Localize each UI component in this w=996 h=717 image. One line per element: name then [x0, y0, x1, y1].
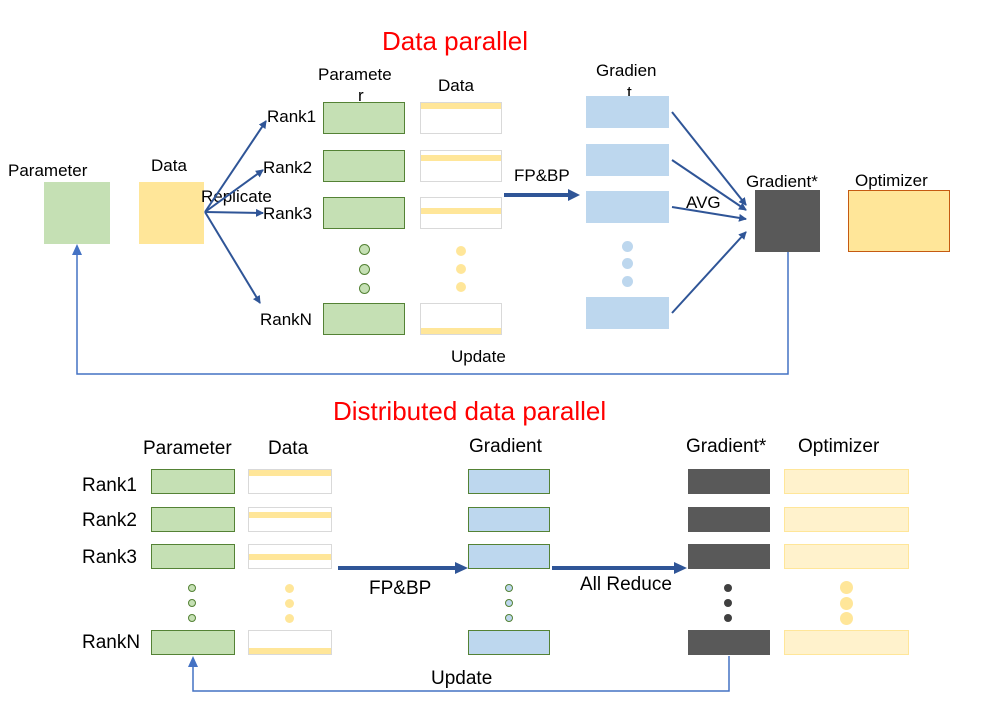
top-gradient-ellipsis-dot [622, 276, 633, 287]
bottom-gradient-star-rank2 [688, 507, 770, 532]
top-title: Data parallel [382, 26, 528, 56]
bottom-gradient-star-ellipsis-dot [724, 584, 732, 592]
bottom-data-rank3 [248, 544, 332, 569]
replicate-arrows [204, 120, 267, 304]
bottom-data-label: Data [268, 438, 309, 459]
bottom-data-rank1 [248, 469, 332, 494]
top-gradient-rankn [586, 297, 669, 329]
bottom-param-rankn [151, 630, 235, 655]
bottom-gradient-ellipsis-dot [505, 614, 513, 622]
bottom-optimizer-rank1 [784, 469, 909, 494]
parameter-block [44, 182, 110, 244]
bottom-optimizer-rank3 [784, 544, 909, 569]
bottom-rank3-label: Rank3 [82, 547, 137, 568]
bottom-gradient-star-label: Gradient* [686, 436, 767, 457]
bottom-optimizer-rank2 [784, 507, 909, 532]
bottom-optimizer-ellipsis-dot [840, 597, 853, 610]
param-column-label-1: Paramete [318, 65, 392, 84]
data-label: Data [151, 156, 187, 175]
top-param-rankn [323, 303, 405, 335]
bottom-param-rank1 [151, 469, 235, 494]
bottom-data-rank2 [248, 507, 332, 532]
bottom-gradient-ellipsis-dot [505, 599, 513, 607]
top-rankn-label: RankN [260, 310, 312, 329]
top-data-rank2 [420, 150, 502, 182]
bottom-gradient-star-ellipsis-dot [724, 599, 732, 607]
top-fpbp-label: FP&BP [514, 166, 570, 185]
allreduce-arrow [552, 562, 687, 574]
bottom-gradient-ellipsis-dot [505, 584, 513, 592]
top-gradient-rank3 [586, 191, 669, 223]
bottom-update-label: Update [431, 668, 493, 689]
bottom-data-ellipsis-dot [285, 584, 294, 593]
bottom-fpbp-label: FP&BP [369, 578, 432, 599]
bottom-data-rankn [248, 630, 332, 655]
bottom-param-ellipsis-dot [188, 599, 196, 607]
bottom-gradient-star-ellipsis-dot [724, 614, 732, 622]
top-optimizer-block [848, 190, 950, 252]
top-gradient-star-label: Gradient* [746, 172, 818, 191]
bottom-title: Distributed data parallel [333, 396, 607, 426]
bottom-parameter-label: Parameter [143, 438, 232, 459]
top-param-ellipsis-dot [359, 283, 370, 294]
bottom-update-arrow [188, 656, 730, 692]
top-optimizer-label: Optimizer [855, 171, 928, 190]
bottom-param-ellipsis-dot [188, 614, 196, 622]
top-data-ellipsis-dot [456, 282, 466, 292]
bottom-gradient-star-rank1 [688, 469, 770, 494]
bottom-optimizer-ellipsis-dot [840, 581, 853, 594]
bottom-optimizer-ellipsis-dot [840, 612, 853, 625]
bottom-rank2-label: Rank2 [82, 510, 137, 531]
top-gradient-ellipsis-dot [622, 241, 633, 252]
bottom-fpbp-arrow [338, 562, 468, 574]
bottom-gradient-rank2 [468, 507, 550, 532]
data-column-label: Data [438, 76, 474, 95]
top-param-ellipsis-dot [359, 244, 370, 255]
top-fpbp-arrow [504, 189, 580, 201]
bottom-gradient-star-rankn [688, 630, 770, 655]
avg-arrows [671, 111, 747, 314]
bottom-optimizer-label: Optimizer [798, 436, 880, 457]
gradient-column-label-1: Gradien [596, 61, 657, 80]
top-data-rank3 [420, 197, 502, 229]
top-param-rank1 [323, 102, 405, 134]
top-rank3-label: Rank3 [263, 204, 313, 223]
bottom-rankn-label: RankN [82, 632, 141, 653]
data-block [139, 182, 204, 244]
avg-label: AVG [686, 193, 721, 212]
bottom-param-ellipsis-dot [188, 584, 196, 592]
top-gradient-rank2 [586, 144, 669, 176]
bottom-rank1-label: Rank1 [82, 475, 137, 496]
top-param-ellipsis-dot [359, 264, 370, 275]
top-param-rank3 [323, 197, 405, 229]
allreduce-label: All Reduce [580, 574, 672, 595]
top-rank2-label: Rank2 [263, 158, 313, 177]
top-data-rankn [420, 303, 502, 335]
gradient-column-label-2: t [627, 83, 632, 102]
top-rank1-label: Rank1 [267, 107, 317, 126]
top-gradient-star-block [755, 190, 820, 252]
top-data-ellipsis-dot [456, 246, 466, 256]
bottom-data-ellipsis-dot [285, 599, 294, 608]
top-data-rank1 [420, 102, 502, 134]
bottom-gradient-rankn [468, 630, 550, 655]
bottom-gradient-star-rank3 [688, 544, 770, 569]
bottom-param-rank3 [151, 544, 235, 569]
top-param-rank2 [323, 150, 405, 182]
param-column-label-2: r [358, 86, 364, 105]
top-update-label: Update [451, 347, 506, 366]
bottom-param-rank2 [151, 507, 235, 532]
top-update-arrow [72, 244, 789, 375]
top-gradient-rank1 [586, 96, 669, 128]
bottom-gradient-label: Gradient [469, 436, 542, 457]
bottom-optimizer-rankn [784, 630, 909, 655]
bottom-gradient-rank3 [468, 544, 550, 569]
top-gradient-ellipsis-dot [622, 258, 633, 269]
top-data-ellipsis-dot [456, 264, 466, 274]
parameter-label: Parameter [8, 161, 88, 180]
bottom-gradient-rank1 [468, 469, 550, 494]
bottom-data-ellipsis-dot [285, 614, 294, 623]
